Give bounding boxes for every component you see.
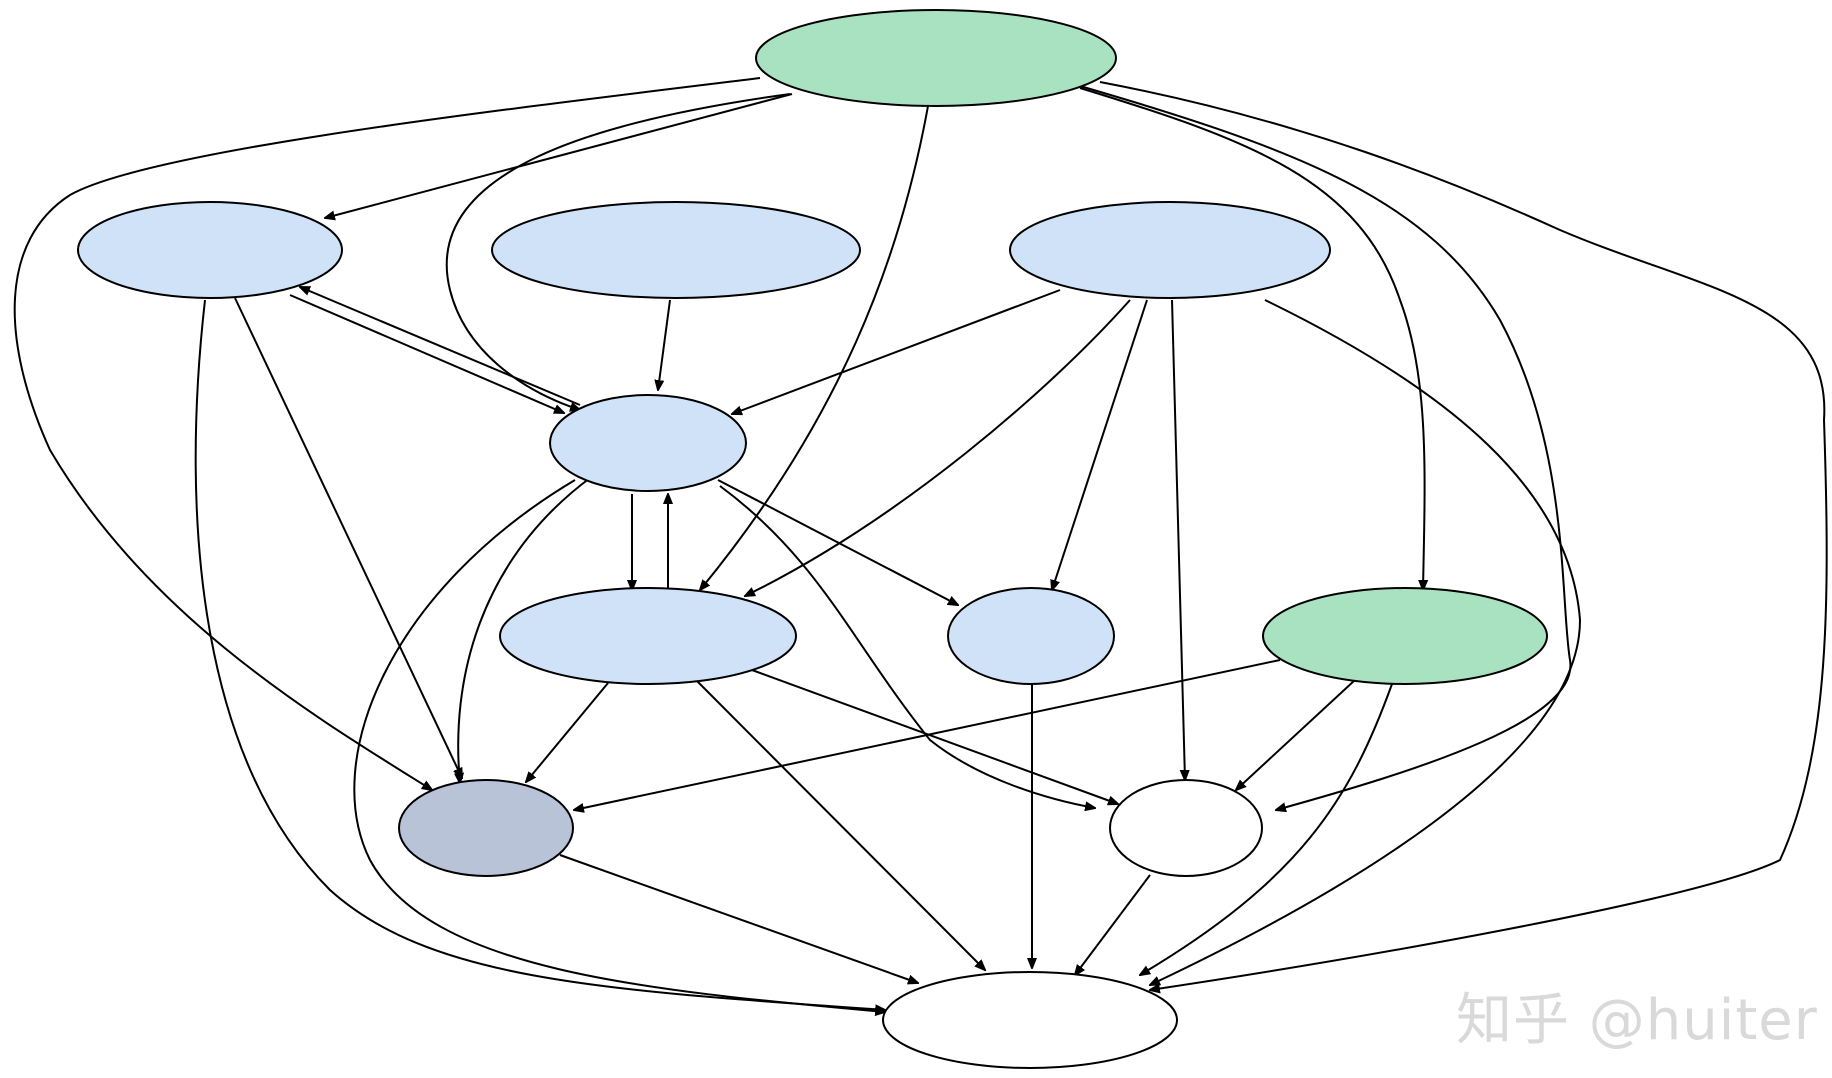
edge-left-dark [234, 297, 462, 778]
edge-righttop-bottom [1150, 299, 1582, 985]
edge-center-left [300, 287, 581, 406]
edge-smallwhite-bottom [1075, 874, 1151, 975]
watermark-text: 知乎 @huiter [1456, 988, 1818, 1053]
edge-top-left [325, 93, 793, 218]
edge-center-smallwhite [719, 485, 1095, 808]
edge-center-bottom [353, 479, 885, 1012]
node-bottom[interactable] [882, 971, 1178, 1069]
edge-lowerleft-smallwhite [751, 669, 1118, 804]
edge-left-center [289, 294, 564, 413]
edge-top-lowerleft [700, 105, 929, 590]
edge-righttop-center [732, 289, 1061, 414]
edge-midtop-center [658, 299, 671, 390]
node-mid-top[interactable] [491, 201, 861, 299]
edge-righttop-lowermid [1052, 299, 1148, 590]
edge-dark-bottom [559, 854, 918, 983]
edge-lowerleft-dark [526, 682, 609, 782]
edge-center-lowermid [717, 479, 958, 605]
node-left[interactable] [77, 201, 343, 299]
node-lower-left[interactable] [499, 587, 797, 685]
edge-lowerleft-bottom [695, 679, 985, 970]
node-center[interactable] [549, 394, 747, 492]
edge-rightgreen-bottom [1140, 683, 1393, 975]
edge-righttop-smallwhite [1171, 299, 1185, 780]
edge-top-bottom [1099, 81, 1828, 990]
edge-righttop-lowerleft [745, 299, 1131, 596]
edge-rightgreen-smallwhite [1236, 679, 1356, 790]
node-right-green[interactable] [1262, 587, 1548, 685]
edge-top-rightgreen [1079, 87, 1425, 590]
node-top[interactable] [755, 9, 1117, 107]
edge-top-smallwhite [1079, 85, 1572, 810]
node-small-white[interactable] [1109, 779, 1263, 877]
node-dark[interactable] [398, 779, 574, 877]
node-layer [77, 9, 1548, 1069]
edge-rightgreen-dark [574, 659, 1281, 810]
edge-center-dark [458, 477, 591, 783]
edge-top-dark [13, 77, 761, 790]
node-right-top[interactable] [1009, 201, 1331, 299]
edge-left-bottom [194, 299, 885, 1010]
edge-layer [13, 77, 1828, 1012]
node-lower-mid[interactable] [947, 587, 1115, 685]
